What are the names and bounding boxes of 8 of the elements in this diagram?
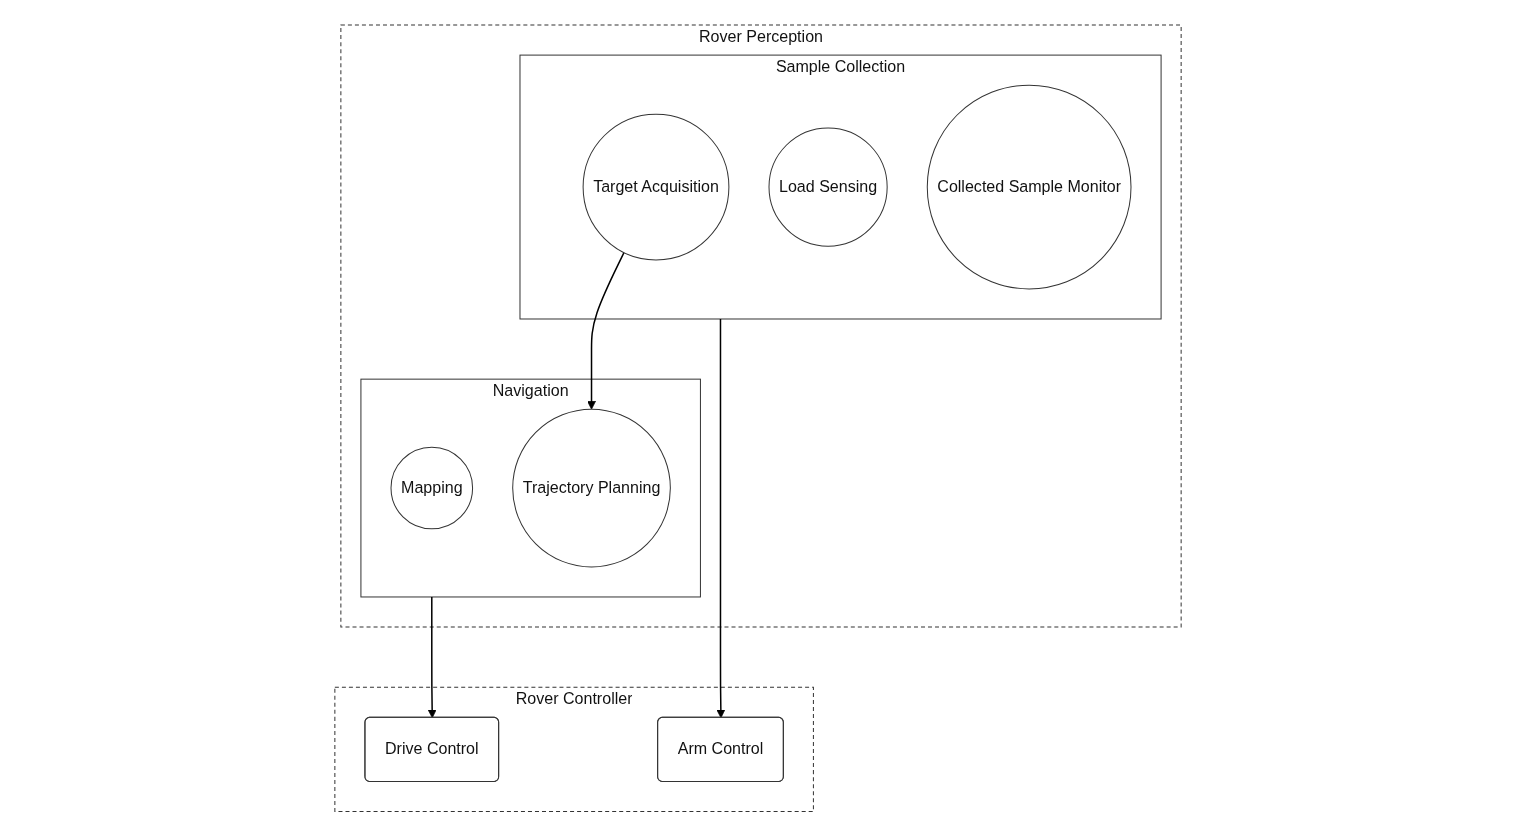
node-circle: Collected Sample Monitor (926, 84, 1132, 290)
node-circle: Trajectory Planning (512, 408, 671, 568)
node-circle: Target Acquisition (582, 113, 730, 261)
arrow (716, 317, 726, 718)
arrow (587, 251, 625, 410)
arrow (427, 595, 437, 718)
node-circle: Mapping (390, 446, 474, 530)
node-circle: Load Sensing (768, 127, 888, 247)
